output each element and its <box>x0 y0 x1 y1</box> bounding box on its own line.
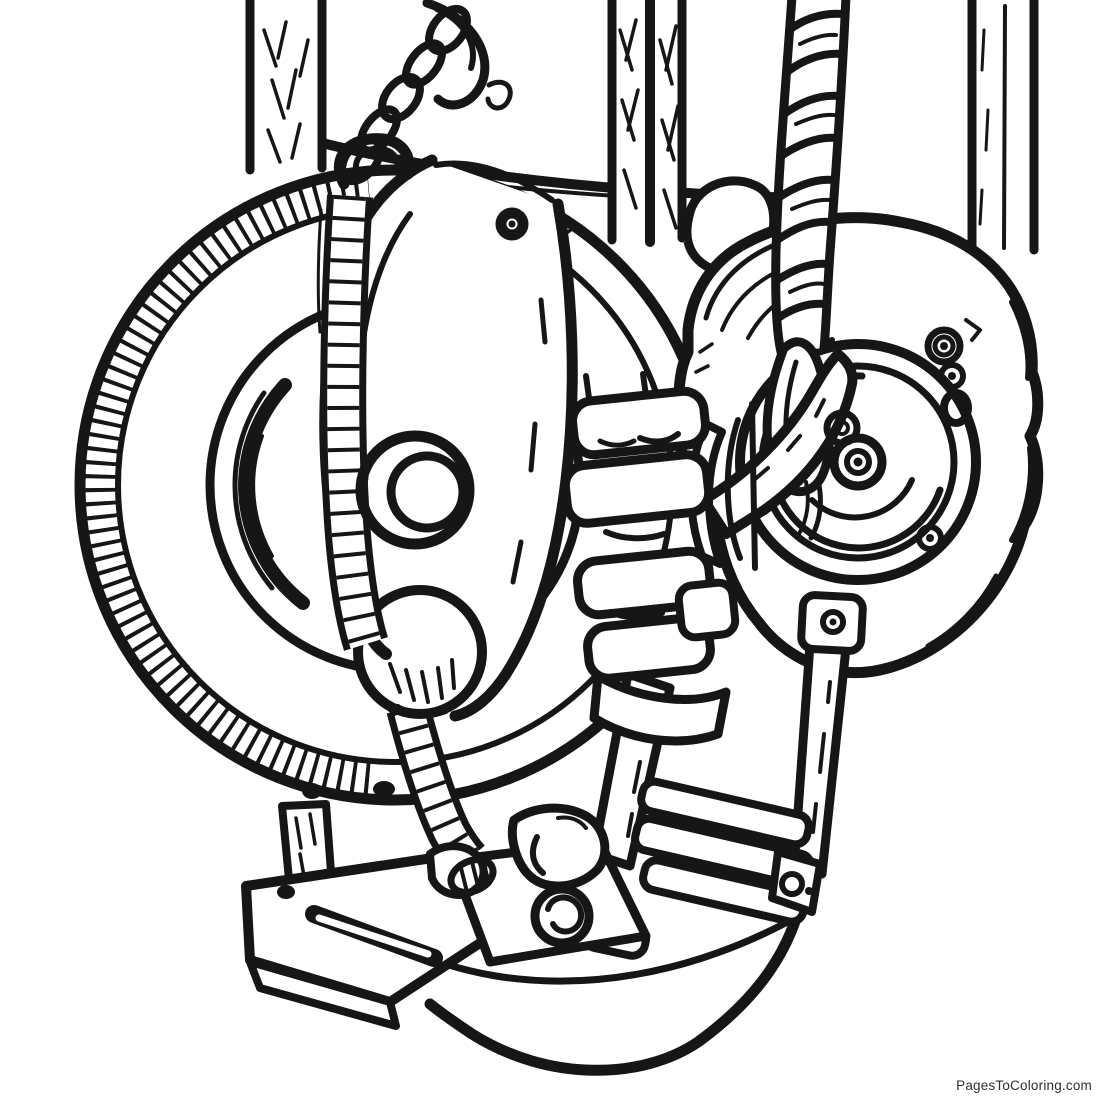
drum-hub <box>829 433 887 491</box>
drum-outer <box>735 339 981 585</box>
hanging-chain <box>333 0 513 190</box>
shank-rivet <box>495 207 529 241</box>
right-strut <box>789 591 867 879</box>
grip-fist <box>560 371 740 746</box>
rope-over-sheave-lower <box>386 702 485 875</box>
hanger-squiggle <box>485 79 513 111</box>
plate-hole <box>277 885 295 899</box>
watermark-text: PagesToColoring.com <box>956 1078 1092 1093</box>
hook-eye <box>355 430 475 550</box>
wrist <box>589 671 731 746</box>
cam-clamp <box>426 803 651 967</box>
arm-pivot-bolt <box>823 409 861 447</box>
shackle <box>333 133 415 190</box>
bracket-bolt <box>779 871 805 897</box>
finger <box>583 613 715 683</box>
double-rail-post <box>607 0 687 247</box>
clamp-cylinder <box>447 856 497 896</box>
keyhole-notch <box>940 389 972 427</box>
wheel-bolt-hole <box>302 783 322 799</box>
strut-bolt <box>820 609 846 635</box>
bracket-slat <box>637 777 813 849</box>
rope-over-sheave-upper <box>316 194 389 651</box>
base-plate-front-edge <box>246 958 400 1030</box>
finger <box>560 450 714 528</box>
bracket-end-plate <box>768 848 824 916</box>
device-bolts <box>916 318 982 552</box>
ball-scribble <box>378 658 456 718</box>
wheel-bolt-hole <box>373 781 395 797</box>
rope-twists <box>773 9 847 322</box>
thumb-tab <box>674 578 740 642</box>
left-post <box>245 0 327 175</box>
crane-hook <box>319 154 578 722</box>
finger <box>568 386 710 460</box>
right-support-rail <box>967 0 1039 257</box>
coil-swirl <box>545 894 585 935</box>
